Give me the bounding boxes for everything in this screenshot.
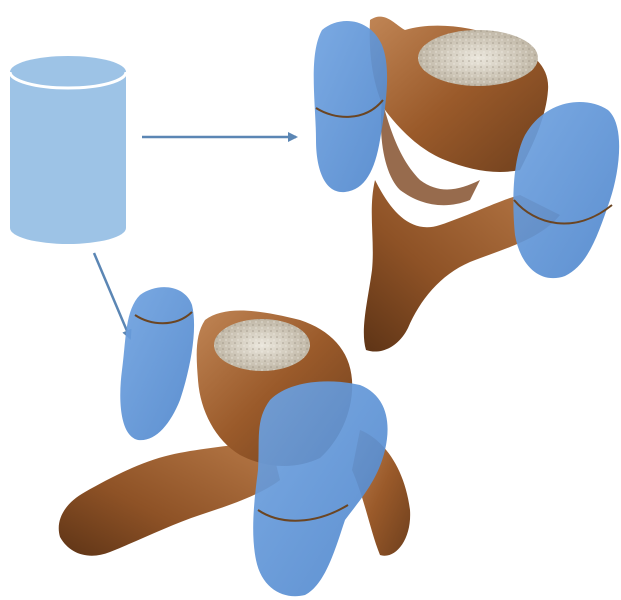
database-cylinder-icon bbox=[10, 56, 126, 244]
blue-facet-left-bottom bbox=[120, 287, 194, 440]
vertebra-model-top bbox=[314, 17, 619, 352]
arrow-to-bottom-model bbox=[94, 253, 130, 338]
blue-facet-right-bottom bbox=[253, 381, 387, 596]
vertebra-model-bottom bbox=[59, 287, 410, 596]
blue-facet-right-top bbox=[513, 102, 619, 278]
